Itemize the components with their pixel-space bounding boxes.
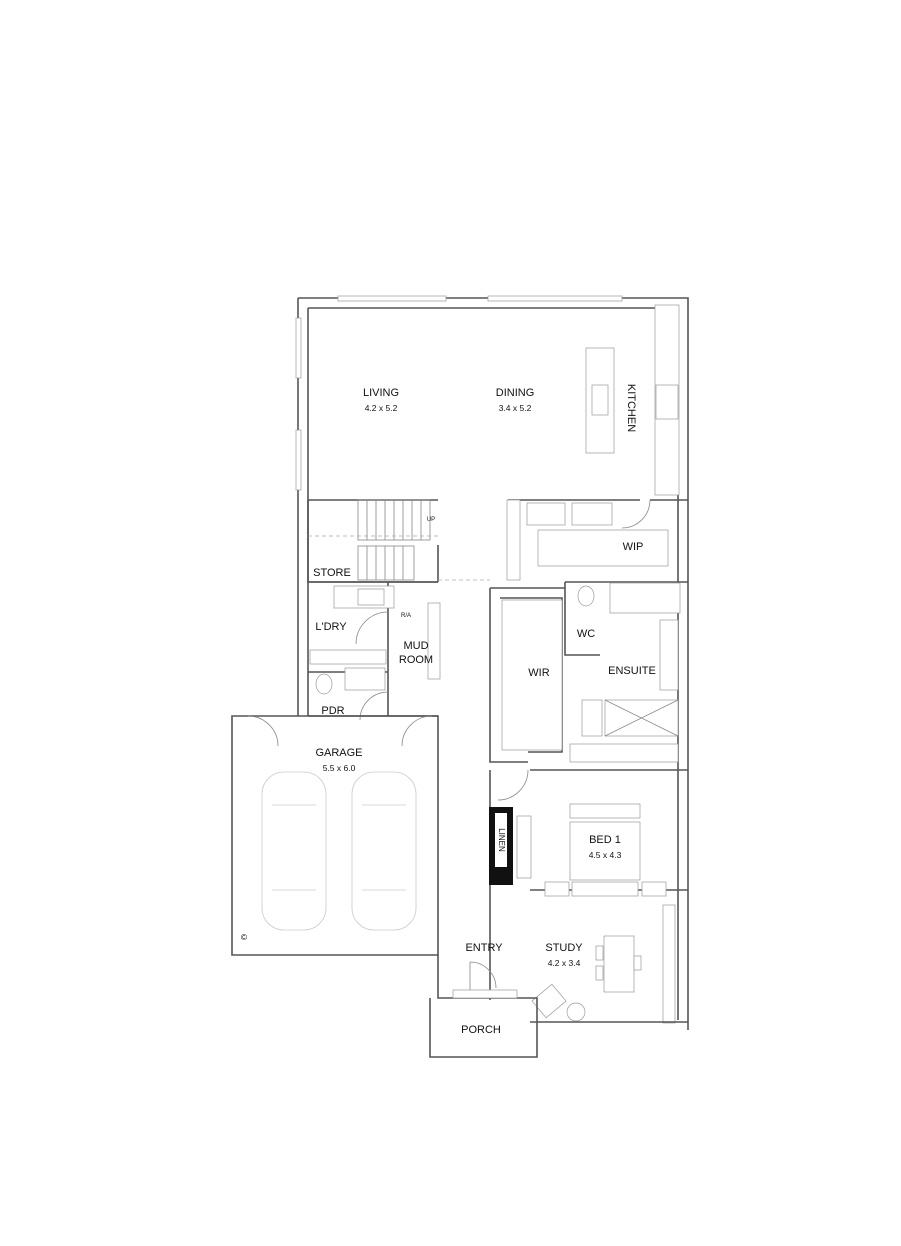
room-name-ensuite: ENSUITE — [608, 665, 656, 677]
room-name-dining: DINING — [496, 387, 535, 399]
copyright-mark: © — [241, 932, 248, 942]
room-size-study: 4.2 x 3.4 — [548, 958, 581, 968]
room-name-porch: PORCH — [461, 1024, 501, 1036]
room-name-laundry: L'DRY — [315, 621, 347, 633]
room-name-pdr: PDR — [321, 705, 344, 717]
room-name-kitchen: KITCHEN — [625, 384, 637, 432]
car-outlines — [261, 771, 417, 931]
room-name-wip: WIP — [623, 541, 644, 553]
walls — [231, 295, 689, 1058]
room-name-bed1: BED 1 — [589, 834, 621, 846]
room-name-study: STUDY — [545, 942, 583, 954]
room-name-mud-room-line2: ROOM — [399, 654, 433, 666]
room-size-bed1: 4.5 x 4.3 — [589, 850, 622, 860]
room-name-entry: ENTRY — [465, 942, 503, 954]
room-size-dining: 3.4 x 5.2 — [499, 403, 532, 413]
room-name-garage: GARAGE — [315, 747, 362, 759]
room-name-mud-room-line1: MUD — [403, 640, 428, 652]
room-name-living: LIVING — [363, 387, 399, 399]
room-size-garage: 5.5 x 6.0 — [323, 763, 356, 773]
staircase — [308, 499, 490, 581]
room-name-wc: WC — [577, 628, 595, 640]
return-air-label: R/A — [401, 613, 411, 619]
room-size-living: 4.2 x 5.2 — [365, 403, 398, 413]
room-name-linen: LINEN — [497, 828, 506, 852]
room-name-store: STORE — [313, 567, 351, 579]
stair-up-label: UP — [427, 517, 435, 523]
room-labels: LIVING 4.2 x 5.2 DINING 3.4 x 5.2 KITCHE… — [241, 384, 656, 1036]
linen-cupboard — [489, 807, 513, 885]
room-name-wir: WIR — [528, 667, 549, 679]
